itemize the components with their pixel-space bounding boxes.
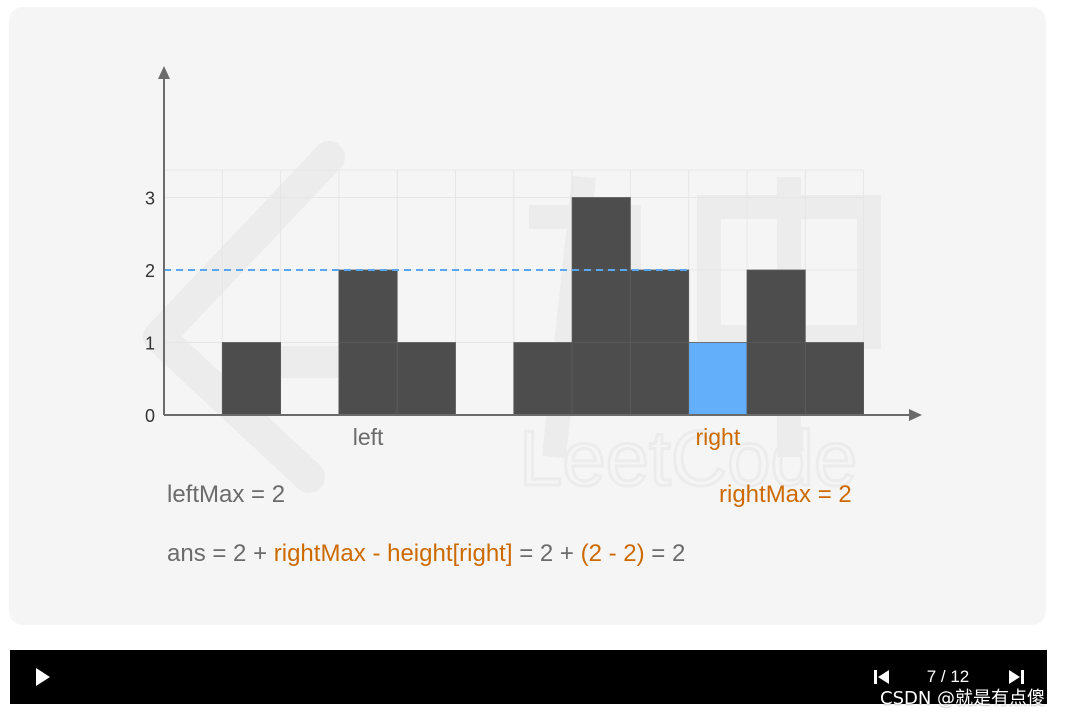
bar-cell — [338, 342, 398, 416]
slideshow-player-bar: 7 / 12 — [10, 650, 1047, 704]
highlighted-bar-cell — [688, 342, 748, 416]
ans-term: rightMax - height[right] — [273, 540, 513, 567]
bar-cell — [571, 269, 631, 343]
skip-next-icon[interactable] — [1006, 668, 1026, 686]
bar-cell — [746, 342, 806, 416]
ans-suffix: = 2 — [644, 540, 686, 567]
bar-cell — [630, 269, 690, 343]
csdn-watermark: CSDN @就是有点傻 — [880, 688, 1046, 709]
svg-text:LeetCode: LeetCode — [519, 414, 857, 502]
bar-cell — [396, 342, 456, 416]
bar-cell — [804, 342, 864, 416]
ans-prefix: ans = 2 + — [167, 540, 274, 567]
y-tick-label: 0 — [145, 406, 155, 426]
slide-card: LeetCode 0 1 2 3 left right leftMax = 2 right… — [9, 7, 1046, 625]
y-tick-label: 2 — [145, 261, 155, 281]
bar-cell — [746, 269, 806, 343]
bar-cell — [571, 342, 631, 416]
pointer-label-right: right — [695, 424, 740, 450]
y-tick-label: 3 — [145, 189, 155, 209]
ans-mid: = 2 + — [512, 540, 581, 567]
skip-previous-icon[interactable] — [872, 668, 892, 686]
bar-cell — [338, 269, 398, 343]
pointer-label-left: left — [353, 424, 384, 450]
play-icon[interactable] — [32, 666, 54, 688]
x-axis-arrow — [909, 409, 922, 421]
bar-cell — [571, 197, 631, 271]
left-max-caption: leftMax = 2 — [167, 481, 286, 508]
right-max-caption: rightMax = 2 — [719, 481, 852, 508]
y-axis-arrow — [158, 66, 170, 79]
bar-cell — [630, 342, 690, 416]
page-counter: 7 / 12 — [926, 667, 970, 686]
bar-cell — [513, 342, 573, 416]
y-tick-label: 1 — [145, 334, 155, 354]
ans-formula: ans = 2 + rightMax - height[right] = 2 +… — [167, 540, 685, 568]
bar-cell — [221, 342, 282, 416]
ans-paren: (2 - 2) — [580, 540, 645, 567]
trapping-rain-water-chart: 0 1 2 3 left right — [145, 66, 922, 450]
